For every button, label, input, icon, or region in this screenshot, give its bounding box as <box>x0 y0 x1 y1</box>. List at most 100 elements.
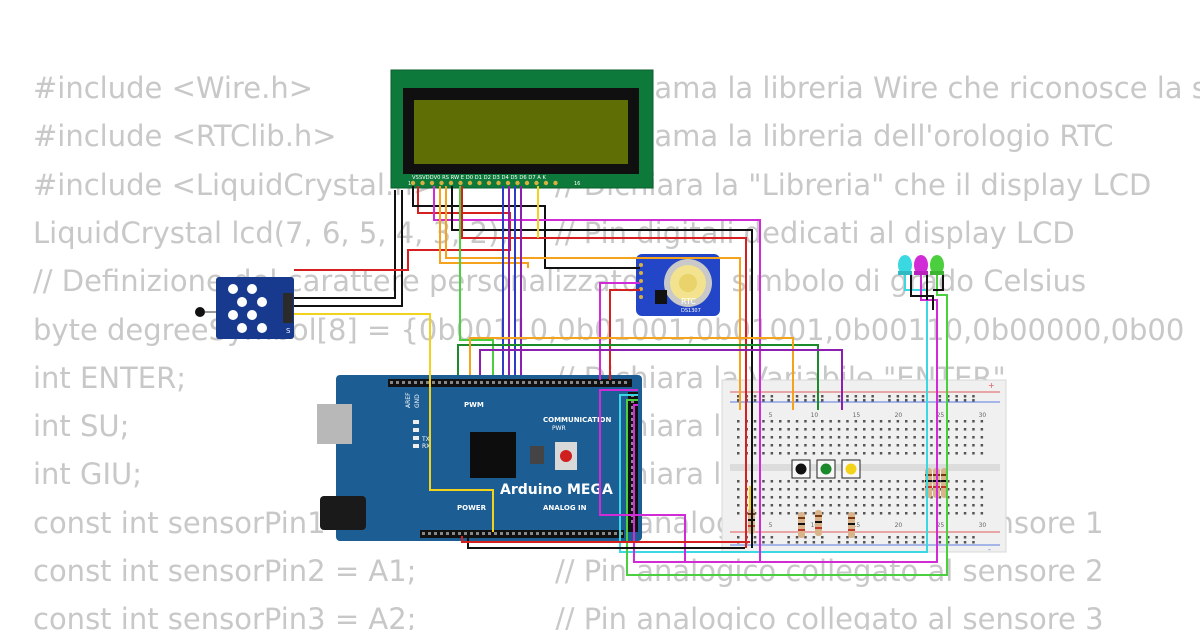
breadboard-col-number: 5 <box>769 412 773 419</box>
breadboard-hole <box>795 536 799 539</box>
breadboard-hole <box>737 496 740 499</box>
breadboard-hole <box>879 420 883 423</box>
arduino-pin <box>631 466 634 469</box>
breadboard-hole <box>879 444 883 447</box>
breadboard-hole <box>879 428 883 431</box>
arduino-pin <box>631 520 634 523</box>
arduino-pin <box>480 381 483 384</box>
breadboard-hole <box>804 504 807 507</box>
breadboard-hole <box>947 428 950 431</box>
breadboard-hole <box>888 395 891 398</box>
breadboard-hole <box>737 395 740 398</box>
breadboard-hole <box>905 541 908 544</box>
breadboard-hole <box>913 512 916 515</box>
arduino-pin <box>486 381 489 384</box>
arduino-pin <box>548 532 551 535</box>
code-comment: // Pin analogico collegato al sensore 3 <box>555 602 1104 630</box>
breadboard-hole <box>863 395 866 398</box>
breadboard-hole <box>762 399 765 402</box>
breadboard-hole <box>888 444 891 447</box>
breadboard-hole <box>821 504 824 507</box>
arduino-pin <box>631 412 634 415</box>
arduino-pin <box>432 381 435 384</box>
breadboard-hole <box>837 452 841 455</box>
breadboard-col-number: 5 <box>769 522 773 529</box>
breadboard-hole <box>938 395 942 398</box>
breadboard-hole <box>938 444 942 447</box>
wire-sensor-vcc <box>294 190 403 307</box>
breadboard-hole <box>888 512 891 515</box>
arduino-pin <box>631 430 634 433</box>
breadboard-hole <box>821 420 824 423</box>
arduino-pin <box>492 381 495 384</box>
breadboard-hole <box>837 395 841 398</box>
breadboard-hole <box>863 496 866 499</box>
breadboard-hole <box>770 420 774 423</box>
breadboard-hole <box>779 420 782 423</box>
breadboard-hole <box>955 444 958 447</box>
breadboard-hole <box>812 536 816 539</box>
arduino-pin <box>494 532 497 535</box>
arduino-pin <box>482 532 485 535</box>
arduino-mega-board: TX RX PWR PWM COMMUNICATION POWER ANALOG… <box>317 375 642 541</box>
wire-lcd-rs <box>433 186 761 548</box>
breadboard-hole <box>779 444 782 447</box>
breadboard-hole <box>888 420 891 423</box>
breadboard-hole <box>963 512 967 515</box>
breadboard-hole <box>795 480 799 483</box>
breadboard-hole <box>837 420 841 423</box>
arduino-pin <box>600 381 603 384</box>
resistor-4 <box>848 512 855 538</box>
breadboard-hole <box>829 512 832 515</box>
breadboard-hole <box>779 480 782 483</box>
led-group <box>898 255 944 275</box>
breadboard-hole <box>787 541 790 544</box>
breadboard-hole <box>947 496 950 499</box>
breadboard-hole <box>871 395 874 398</box>
breadboard-hole <box>854 480 858 483</box>
breadboard-hole <box>863 504 866 507</box>
breadboard-hole <box>795 395 799 398</box>
breadboard-hole <box>947 504 950 507</box>
breadboard-hole <box>854 399 858 402</box>
arduino-pin <box>530 532 533 535</box>
breadboard-hole <box>762 420 765 423</box>
breadboard-hole <box>905 488 908 491</box>
breadboard-hole <box>905 504 908 507</box>
arduino-pin <box>631 460 634 463</box>
lcd-pin-first: 1 <box>408 181 411 187</box>
breadboard-hole <box>737 428 740 431</box>
lcd-pin <box>553 180 558 186</box>
breadboard-hole <box>821 541 824 544</box>
breadboard-col-number: 10 <box>811 522 819 529</box>
breadboard-hole <box>947 399 950 402</box>
breadboard-hole <box>753 395 757 398</box>
breadboard-hole <box>896 504 900 507</box>
arduino-pin <box>582 381 585 384</box>
arduino-pin <box>512 532 515 535</box>
breadboard-hole <box>972 496 975 499</box>
breadboard-hole <box>846 428 849 431</box>
breadboard-hole <box>938 536 942 539</box>
breadboard-hole <box>770 480 774 483</box>
arduino-pin <box>631 400 634 403</box>
breadboard-hole <box>837 488 841 491</box>
breadboard-hole <box>762 496 765 499</box>
breadboard-hole <box>905 496 908 499</box>
breadboard-hole <box>913 504 916 507</box>
breadboard-hole <box>888 399 891 402</box>
breadboard-hole <box>980 420 984 423</box>
breadboard-hole <box>821 399 824 402</box>
breadboard-hole <box>846 496 849 499</box>
arduino-pin <box>588 381 591 384</box>
breadboard-hole <box>955 428 958 431</box>
breadboard-hole <box>804 536 807 539</box>
arduino-pin <box>464 532 467 535</box>
breadboard-hole <box>821 428 824 431</box>
analog-in-label: ANALOG IN <box>543 504 587 512</box>
resistor-2 <box>798 512 805 538</box>
lcd-pin <box>439 180 444 186</box>
breadboard-hole <box>955 420 958 423</box>
arduino-pin <box>558 381 561 384</box>
wire-lcd-green <box>459 186 494 375</box>
